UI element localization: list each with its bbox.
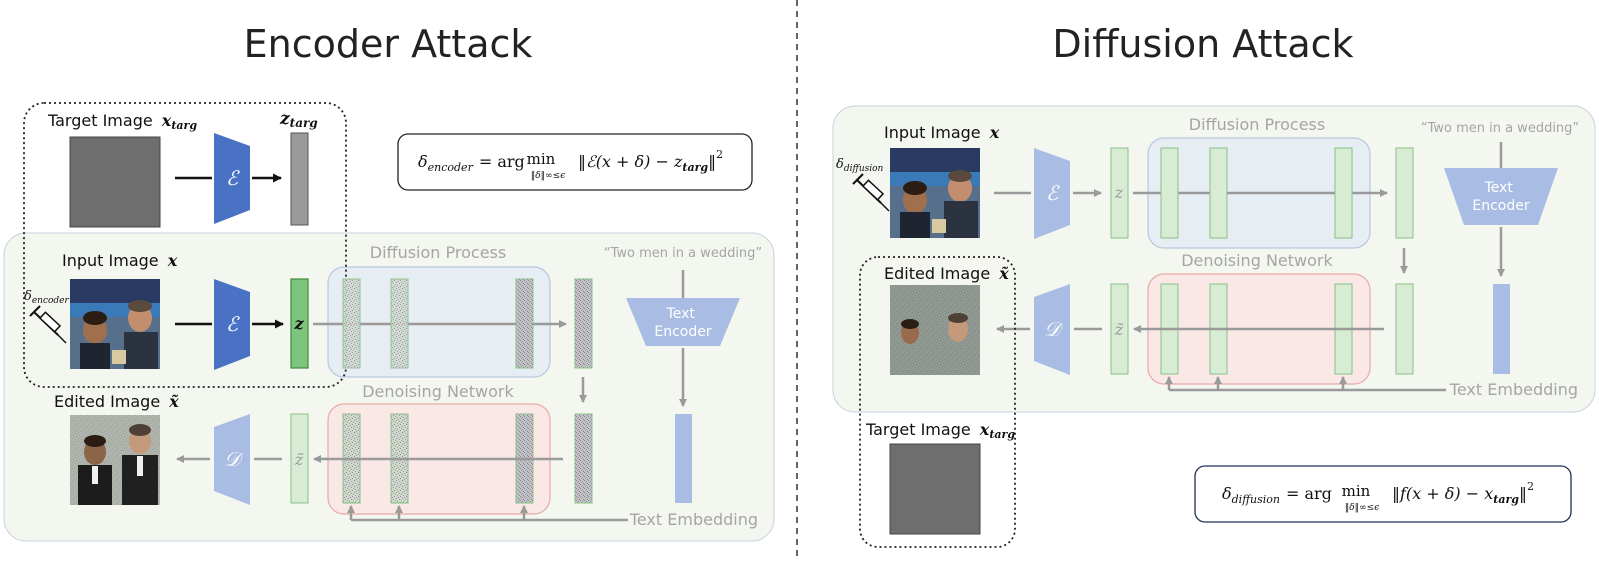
right-z-symbol: z bbox=[1114, 183, 1124, 202]
right-decoder bbox=[1034, 284, 1070, 375]
right-delta-label: δdiffusion bbox=[836, 157, 884, 174]
left-formula-min-sub: ‖δ‖∞≤ϵ bbox=[531, 171, 566, 181]
left-text-encoder bbox=[626, 298, 740, 346]
left-text-encoder-label: Text Encoder bbox=[654, 306, 711, 340]
left-ztilde-latent bbox=[290, 413, 309, 504]
left-title: Encoder Attack bbox=[244, 22, 533, 66]
left-denoising-network-label: Denoising Network bbox=[362, 382, 514, 401]
right-input-image bbox=[890, 148, 980, 238]
left-denoise-latent-1 bbox=[574, 413, 593, 504]
left-input-image bbox=[70, 279, 160, 369]
left-formula-body: ‖ℰ(x + δ) − ztarg‖2 bbox=[578, 148, 723, 174]
right-title: Diffusion Attack bbox=[1052, 22, 1353, 66]
right-encoder-symbol: ℰ bbox=[1046, 181, 1060, 205]
left-ztilde-symbol: z̃ bbox=[294, 450, 304, 469]
right-diffusion-process-label: Diffusion Process bbox=[1189, 115, 1325, 134]
left-z-latent bbox=[290, 278, 309, 369]
left-z-symbol: z bbox=[293, 314, 304, 333]
left-target-encoder-symbol: ℰ bbox=[226, 166, 240, 190]
left-delta-label: δencoder bbox=[24, 289, 69, 306]
left-prompt: “Two men in a wedding” bbox=[604, 246, 762, 261]
right-text-embedding-bar bbox=[1493, 284, 1510, 374]
right-target-image bbox=[889, 443, 981, 535]
right-text-encoder bbox=[1444, 168, 1558, 225]
right-formula-min: min bbox=[1342, 482, 1371, 500]
right-formula-box bbox=[1194, 465, 1572, 523]
diffusion-attack-panel: Diffusion Attack Diffusion Process Denoi… bbox=[832, 22, 1596, 548]
right-denoising-network-label: Denoising Network bbox=[1181, 251, 1333, 270]
left-target-image bbox=[69, 136, 161, 228]
right-prompt: “Two men in a wedding” bbox=[1421, 121, 1579, 136]
right-target-label: Target Image xtarg bbox=[865, 420, 1015, 441]
right-diffusion-latent-2 bbox=[1209, 147, 1228, 239]
right-formula-body: ‖f(x + δ) − xtarg‖2 bbox=[1392, 480, 1534, 506]
left-edited-image bbox=[70, 415, 160, 505]
left-syringe-icon bbox=[29, 305, 67, 344]
right-diffusion-latent-1 bbox=[1160, 147, 1179, 239]
right-formula-min-sub: ‖δ‖∞≤ϵ bbox=[1345, 503, 1380, 513]
right-input-label: Input Image x bbox=[884, 123, 1000, 142]
right-ztilde-latent bbox=[1110, 283, 1129, 375]
right-decoder-symbol: 𝒟 bbox=[1044, 317, 1064, 341]
right-text-embedding-label: Text Embedding bbox=[1449, 380, 1578, 399]
right-text-encoder-label: Text Encoder bbox=[1472, 180, 1529, 214]
right-encoder bbox=[1034, 148, 1070, 239]
left-attack-region bbox=[23, 102, 347, 388]
left-ztarg-latent bbox=[290, 132, 309, 226]
left-formula-box bbox=[397, 133, 753, 191]
left-ztarg-label: ztarg bbox=[279, 109, 318, 130]
left-diffusion-latent-4 bbox=[574, 278, 593, 369]
right-ztilde-symbol: z̃ bbox=[1114, 320, 1124, 339]
left-diffusion-latent-1 bbox=[342, 278, 361, 369]
left-target-encoder bbox=[214, 133, 250, 224]
left-input-label: Input Image x bbox=[62, 251, 178, 270]
left-diffusion-process-label: Diffusion Process bbox=[370, 243, 506, 262]
left-target-label: Target Image xtarg bbox=[47, 111, 197, 132]
left-text-embedding-label: Text Embedding bbox=[629, 510, 758, 529]
left-decoder bbox=[214, 414, 250, 505]
left-text-embedding-bar bbox=[675, 414, 692, 503]
left-diffusion-latent-3 bbox=[515, 278, 534, 369]
right-edited-label: Edited Image x̃ bbox=[884, 264, 1009, 283]
left-edited-label: Edited Image x̃ bbox=[54, 392, 179, 411]
left-formula: δencoder= arg bbox=[418, 152, 525, 174]
right-diffusion-latent-4 bbox=[1395, 147, 1414, 239]
right-z-latent bbox=[1110, 147, 1129, 239]
left-formula-min: min bbox=[527, 150, 556, 168]
right-diffusion-latent-3 bbox=[1334, 147, 1353, 239]
right-edited-image bbox=[890, 285, 980, 375]
left-encoder-symbol: ℰ bbox=[226, 312, 240, 336]
left-decoder-symbol: 𝒟 bbox=[224, 447, 244, 471]
left-diffusion-latent-2 bbox=[390, 278, 409, 369]
right-formula: δdiffusion= arg bbox=[1222, 484, 1332, 506]
left-diffusion-process-box bbox=[327, 266, 551, 378]
encoder-attack-panel: Encoder Attack Diffusion Process Denoisi… bbox=[3, 22, 775, 542]
right-syringe-icon bbox=[852, 173, 890, 212]
left-encoder bbox=[214, 279, 250, 370]
right-denoise-latent-1 bbox=[1395, 283, 1414, 375]
